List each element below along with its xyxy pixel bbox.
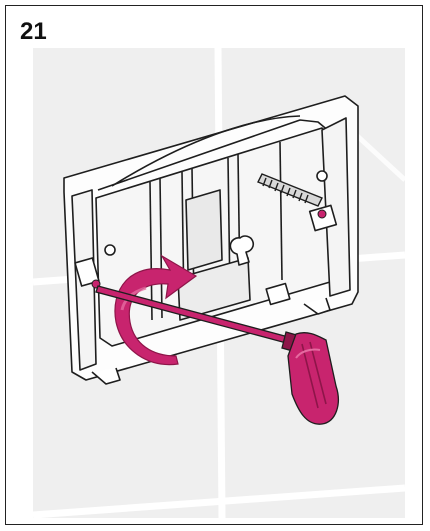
mounting-frame <box>63 95 359 385</box>
threaded-rod <box>257 173 323 207</box>
screwdriver <box>95 285 339 425</box>
step-number: 21 <box>20 18 47 45</box>
